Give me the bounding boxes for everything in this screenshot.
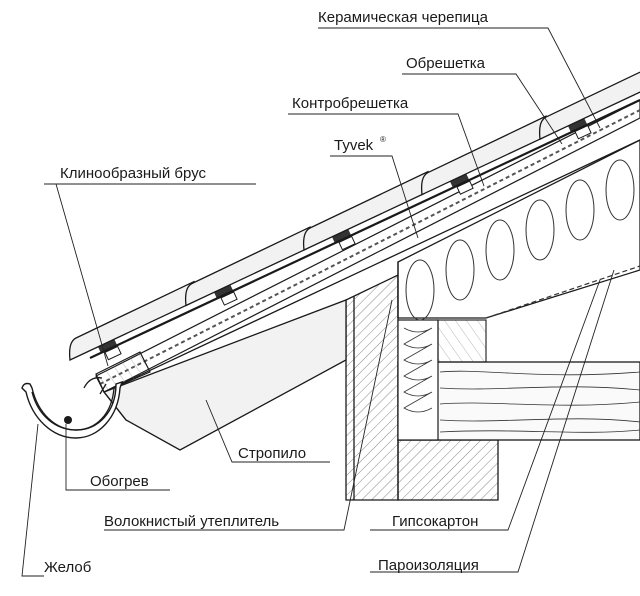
insulation-fiber-1 bbox=[405, 259, 435, 321]
batten-2 bbox=[213, 282, 234, 299]
label-ceramic-tile: Керамическая черепица bbox=[318, 9, 489, 26]
insulation-fiber-5 bbox=[565, 179, 595, 241]
label-battens: Обрешетка bbox=[406, 55, 486, 72]
label-wedge-beam: Клинообразный брус bbox=[60, 165, 207, 182]
label-drywall: Гипсокартон bbox=[392, 513, 478, 530]
batten-1 bbox=[97, 337, 118, 354]
batten-5 bbox=[567, 116, 588, 133]
label-heating: Обогрев bbox=[90, 473, 149, 490]
counter-batten-1 bbox=[104, 345, 122, 361]
label-fiber-insulation: Волокнистый утеплитель bbox=[104, 513, 279, 530]
label-vapor-barrier: Пароизоляция bbox=[378, 557, 479, 574]
wall-block bbox=[345, 273, 499, 501]
label-counter-battens: Контробрешетка bbox=[292, 95, 409, 112]
insulation-fiber-3 bbox=[485, 219, 515, 281]
counter-batten-3 bbox=[338, 235, 356, 251]
battens-group bbox=[97, 116, 592, 361]
label-gutter: Желоб bbox=[44, 559, 91, 576]
label-membrane-mark: ® bbox=[380, 135, 386, 144]
insulation-fiber-4 bbox=[525, 199, 555, 261]
batten-4 bbox=[449, 171, 470, 188]
tile-5 bbox=[538, 71, 640, 141]
wall-insulation bbox=[397, 319, 487, 441]
batten-3 bbox=[331, 227, 352, 244]
label-rafter: Стропило bbox=[238, 445, 306, 462]
fiber-insulation bbox=[397, 139, 640, 321]
membrane-layer bbox=[95, 99, 640, 393]
insulation-fiber-2 bbox=[445, 239, 475, 301]
heating-cable bbox=[64, 416, 72, 424]
leader-lines bbox=[21, 27, 615, 577]
counter-batten-2 bbox=[220, 291, 238, 306]
label-membrane: Tyvek bbox=[334, 137, 374, 154]
wedge-beam bbox=[95, 351, 151, 393]
insulation-fiber-6 bbox=[605, 159, 635, 221]
